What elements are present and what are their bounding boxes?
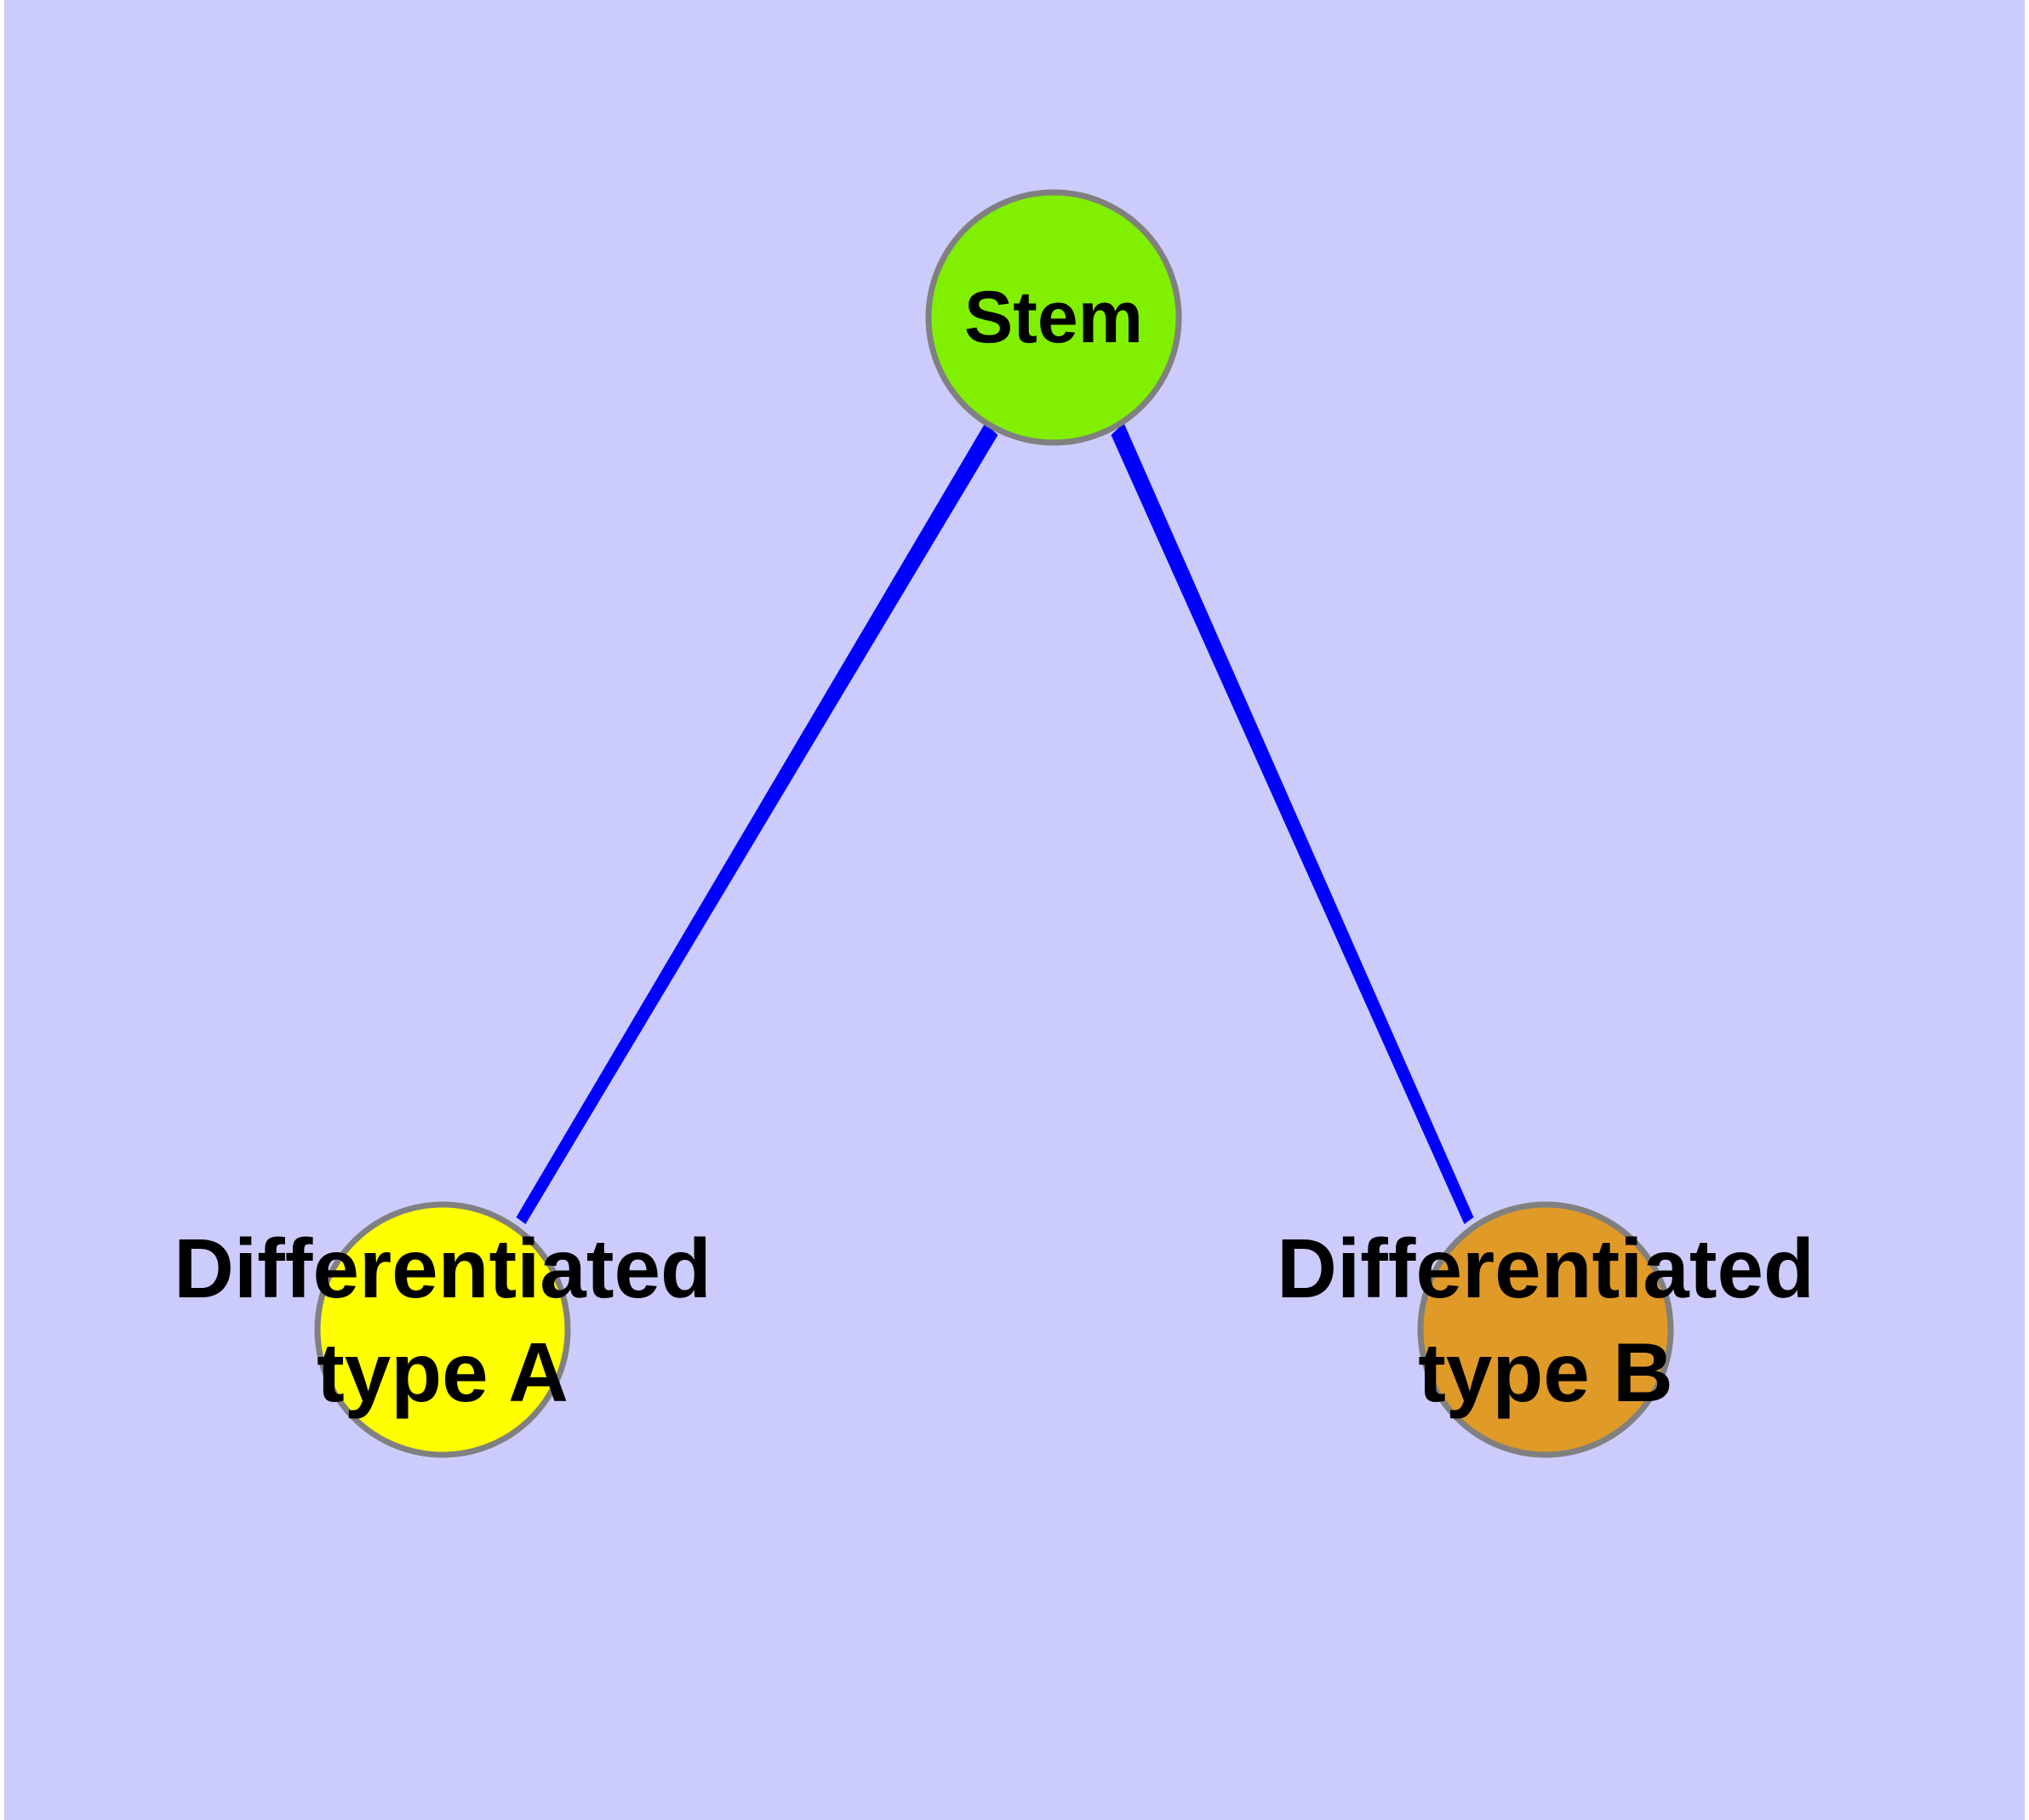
node-differentiated-type-a[interactable] bbox=[314, 1201, 571, 1458]
edge-stem-to-differentiated-type-b[interactable] bbox=[1111, 423, 1474, 1224]
node-differentiated-type-b-circle[interactable] bbox=[1417, 1201, 1674, 1458]
node-layer bbox=[314, 189, 1674, 1458]
node-differentiated-type-b[interactable] bbox=[1417, 1201, 1674, 1458]
node-differentiated-type-a-label-line1: Differentiated bbox=[174, 1222, 712, 1315]
node-stem[interactable] bbox=[925, 189, 1182, 446]
node-differentiated-type-a-label-line2: type A bbox=[317, 1325, 569, 1419]
edge-layer bbox=[516, 423, 1474, 1224]
node-stem-circle[interactable] bbox=[925, 189, 1182, 446]
node-differentiated-type-b-label-line1: Differentiated bbox=[1277, 1222, 1815, 1315]
node-differentiated-type-a-circle[interactable] bbox=[314, 1201, 571, 1458]
node-differentiated-type-b-label-line2: type B bbox=[1418, 1325, 1673, 1419]
node-stem-label: Stem bbox=[964, 277, 1143, 358]
edge-stem-to-differentiated-type-a[interactable] bbox=[516, 423, 998, 1224]
label-layer: Stem Differentiated type A Differentiate… bbox=[174, 277, 1815, 1419]
